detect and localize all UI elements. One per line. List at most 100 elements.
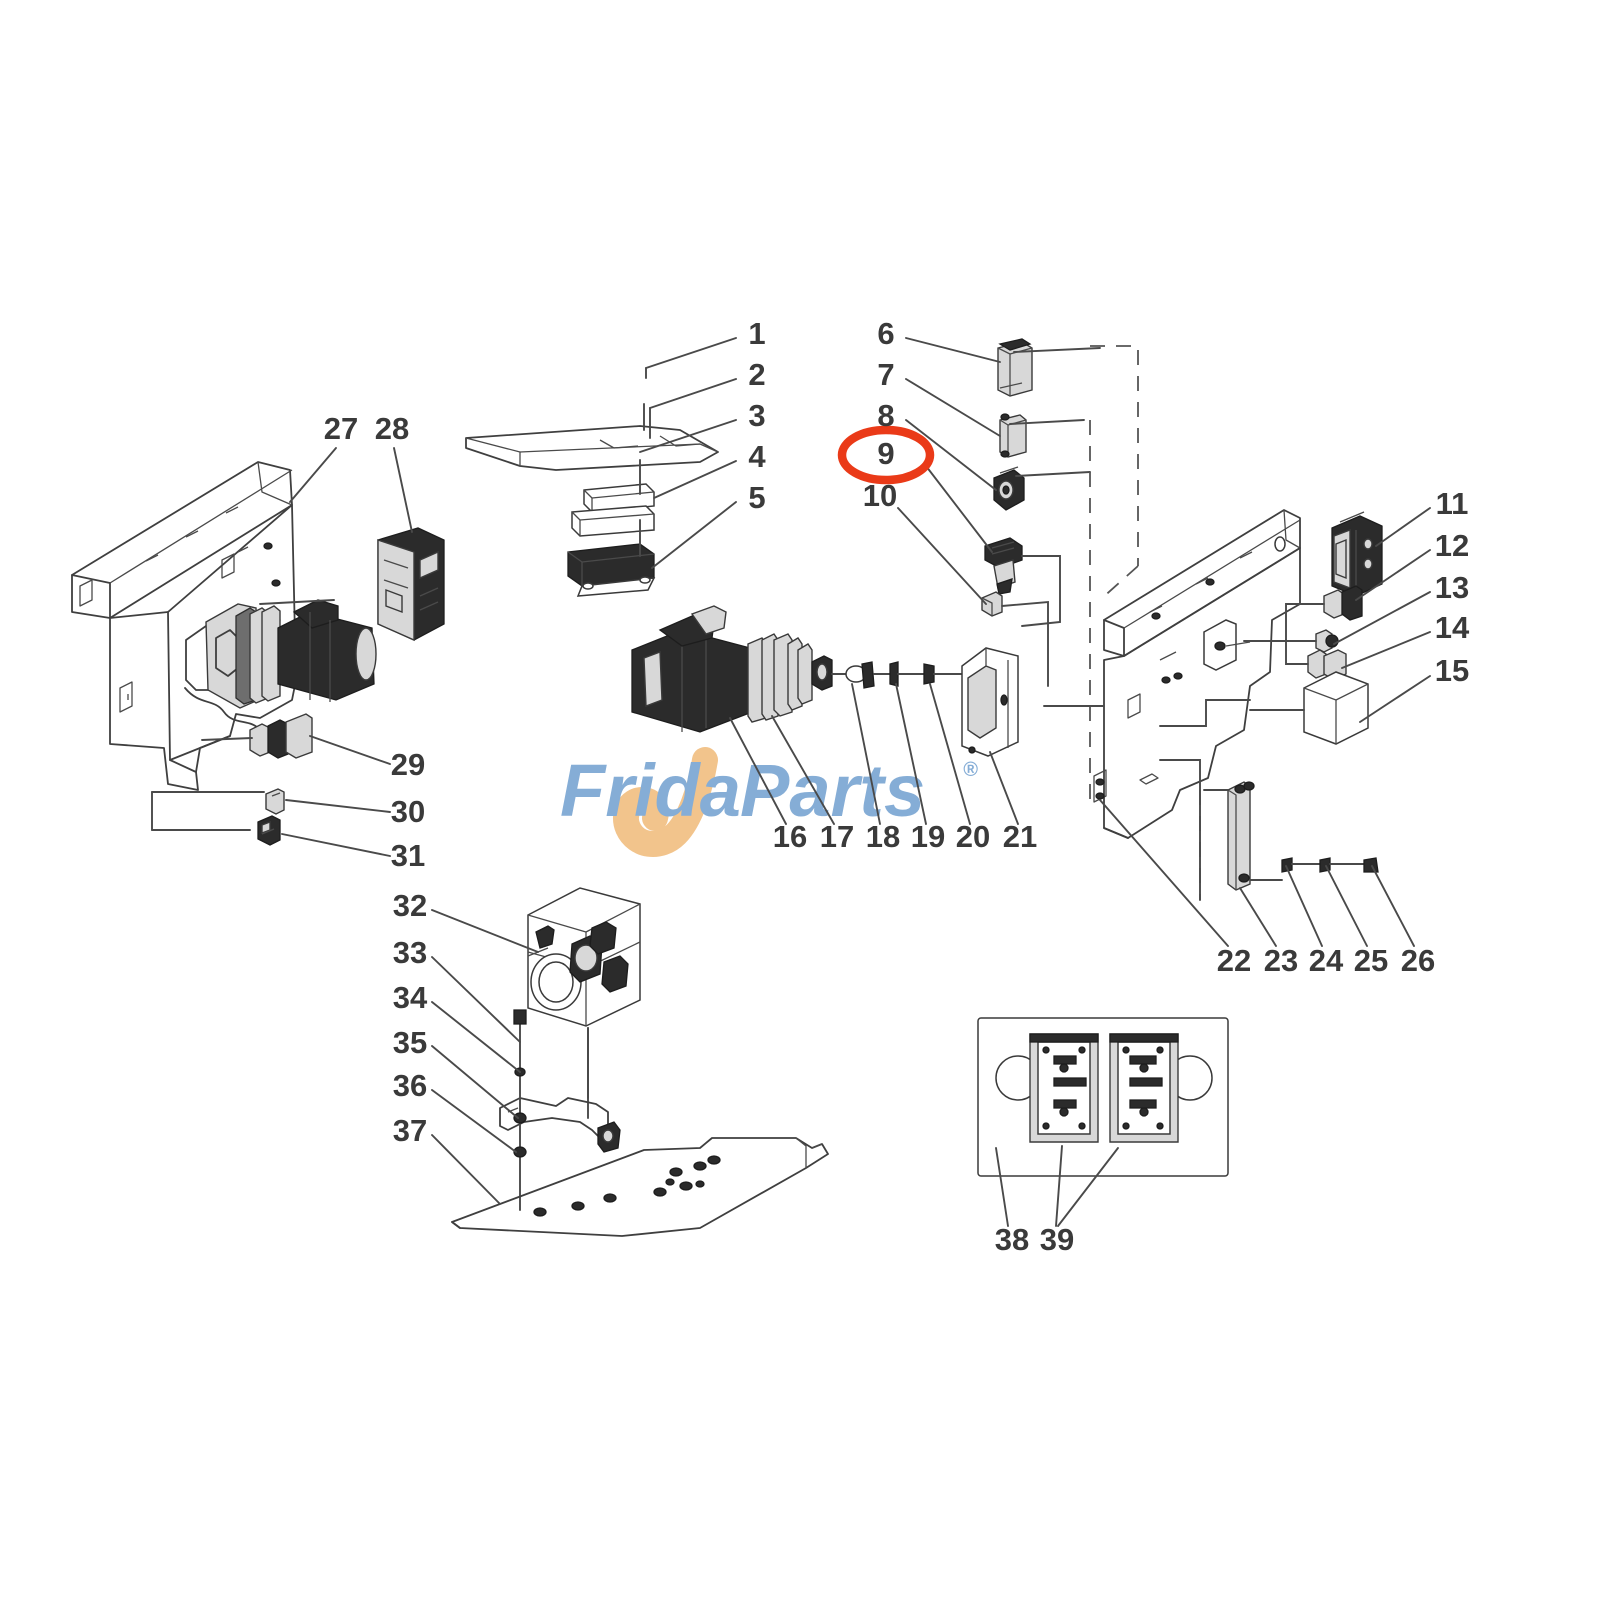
leader-36	[431, 1089, 517, 1153]
leader-27	[289, 447, 337, 503]
right-panel-fasteners	[1203, 781, 1379, 891]
callout-label-4: 4	[748, 439, 766, 474]
upper-left-shim-stack	[465, 403, 719, 597]
callout-label-9: 9	[877, 436, 894, 471]
callout-label-18: 18	[866, 819, 900, 854]
callout-label-14: 14	[1435, 610, 1470, 645]
leader-29	[309, 735, 391, 765]
callout-label-13: 13	[1435, 570, 1469, 605]
relay-inset-detail	[977, 1017, 1229, 1177]
leader-29-inner	[201, 737, 253, 741]
leaders-lower-valve	[431, 909, 589, 1205]
leader-9-ext	[1021, 555, 1061, 627]
callout-label-34: 34	[393, 980, 428, 1015]
leader-1	[645, 337, 737, 369]
callout-label-7: 7	[877, 357, 894, 392]
leader-12	[1355, 549, 1431, 601]
leader-39-a	[1055, 1145, 1063, 1227]
callout-label-10: 10	[863, 478, 897, 513]
leader-11	[1375, 507, 1431, 547]
leader-34	[431, 1001, 521, 1073]
leaders-upper-right	[897, 337, 1101, 687]
leader-14	[1341, 631, 1431, 669]
lower-valve-baseplate	[451, 887, 829, 1237]
leaders-left-bracket	[201, 447, 413, 857]
right-connector-cluster	[1243, 511, 1383, 745]
leader-32	[431, 909, 539, 953]
leader-23	[1239, 887, 1277, 947]
leader-33	[431, 956, 521, 1043]
leader-37	[431, 1134, 501, 1205]
callout-label-22: 22	[1217, 943, 1251, 978]
callout-label-6: 6	[877, 316, 894, 351]
callout-label-8: 8	[877, 398, 894, 433]
leader-28	[393, 447, 413, 533]
callout-label-1: 1	[748, 316, 765, 351]
callout-label-3: 3	[748, 398, 765, 433]
leader-3	[639, 419, 737, 453]
callout-label-29: 29	[391, 747, 425, 782]
leader-39-b	[1057, 1147, 1119, 1227]
callout-label-11: 11	[1436, 486, 1469, 521]
callout-label-38: 38	[995, 1222, 1029, 1257]
leaders-relay-inset	[995, 1145, 1119, 1227]
callout-label-32: 32	[393, 888, 427, 923]
leader-16	[729, 717, 787, 825]
leader-20	[929, 683, 971, 825]
callout-label-24: 24	[1309, 943, 1344, 978]
right-panel-bracket	[1043, 509, 1301, 901]
callout-label-26: 26	[1401, 943, 1435, 978]
watermark-registered-mark: ®	[963, 759, 978, 781]
leader-24	[1285, 865, 1323, 947]
callout-label-28: 28	[375, 411, 409, 446]
callout-label-35: 35	[393, 1025, 427, 1060]
leaders-right-cluster	[1333, 507, 1431, 723]
center-solenoid-assembly	[631, 605, 1019, 757]
left-bracket-assembly	[71, 461, 445, 846]
leader-26	[1371, 865, 1415, 947]
fridayparts-watermark: Frida Parts ®	[560, 747, 978, 857]
leader-9	[925, 465, 993, 553]
leader-2	[649, 378, 737, 409]
leaders-right-fasteners	[1099, 799, 1415, 947]
leader-15	[1359, 675, 1431, 723]
upper-right-hardware	[981, 338, 1033, 617]
leader-10	[897, 507, 987, 605]
callout-label-19: 19	[911, 819, 945, 854]
leader-10-ext	[1001, 600, 1049, 687]
callout-label-23: 23	[1264, 943, 1298, 978]
callout-label-33: 33	[393, 935, 427, 970]
leader-8	[905, 419, 997, 491]
leaders-center-assembly	[729, 683, 1019, 825]
leader-6-ext	[1013, 347, 1101, 353]
callout-label-5: 5	[748, 480, 765, 515]
callout-label-39: 39	[1040, 1222, 1074, 1257]
highlight-ellipse-callout-9	[837, 425, 935, 485]
callout-label-15: 15	[1435, 653, 1469, 688]
leader-6	[905, 337, 1001, 363]
leader-21	[989, 751, 1019, 825]
callout-label-37: 37	[393, 1113, 427, 1148]
leader-38	[995, 1147, 1009, 1227]
leader-17	[771, 715, 835, 825]
leaders-upper-left	[639, 337, 737, 569]
leader-30	[285, 799, 391, 813]
leader-27-inner	[259, 599, 335, 605]
callout-label-31: 31	[391, 838, 425, 873]
callout-label-2: 2	[748, 357, 765, 392]
leader-35	[431, 1045, 519, 1119]
dashed-construction-lines	[1089, 345, 1201, 900]
callout-label-30: 30	[391, 794, 425, 829]
callout-label-27: 27	[324, 411, 358, 446]
leader-19	[895, 683, 927, 825]
leader-5	[651, 501, 737, 569]
callout-label-36: 36	[393, 1068, 427, 1103]
watermark-text-left: Frida	[560, 749, 741, 832]
leader-18	[851, 683, 881, 825]
callout-label-21: 21	[1003, 819, 1037, 854]
leader-7	[905, 378, 1001, 437]
callout-label-25: 25	[1354, 943, 1388, 978]
